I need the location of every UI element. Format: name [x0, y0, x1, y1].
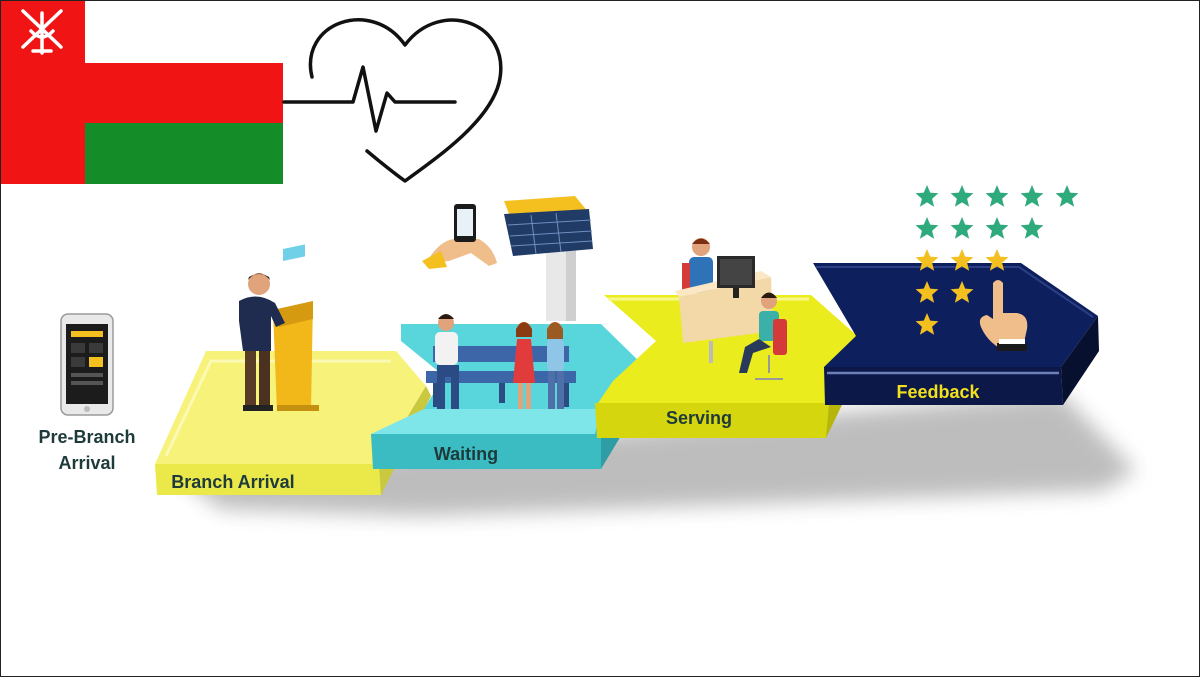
serving-label: Serving [666, 408, 732, 428]
rating-star-icon [915, 313, 939, 335]
waiting-person-woman-blue-icon [547, 322, 564, 409]
customer-at-kiosk-icon [239, 273, 285, 411]
hand-phone-icon [422, 204, 497, 269]
rating-star-icon [985, 217, 1009, 239]
pre-branch-label-line2: Arrival [58, 453, 115, 473]
branch-arrival-label: Branch Arrival [171, 472, 294, 492]
rating-star-icon [1055, 185, 1079, 207]
rating-star-icon [950, 185, 974, 207]
ticket-kiosk-icon [273, 244, 319, 411]
emblem-icon [21, 9, 63, 55]
rating-stars [915, 185, 1079, 335]
waiting-person-man-icon [435, 314, 459, 409]
rating-star-icon [950, 217, 974, 239]
pre-branch-label-line1: Pre-Branch [38, 427, 135, 447]
rating-star-icon [915, 185, 939, 207]
smartphone-icon [60, 313, 114, 416]
service-desk-icon [675, 238, 773, 363]
rating-star-icon [985, 185, 1009, 207]
rating-star-icon [915, 249, 939, 271]
rating-star-icon [950, 249, 974, 271]
heartbeat-icon [282, 18, 503, 183]
oman-flag-icon [1, 1, 283, 184]
pointing-hand-icon [979, 280, 1028, 351]
waiting-label: Waiting [434, 444, 498, 464]
waiting-person-woman-red-icon [513, 322, 535, 409]
seated-customer-icon [739, 292, 787, 380]
rating-star-icon [915, 281, 939, 303]
departure-board-icon [504, 196, 593, 321]
rating-star-icon [1020, 217, 1044, 239]
feedback-platform [813, 263, 1099, 405]
rating-star-icon [1020, 185, 1044, 207]
feedback-label: Feedback [896, 382, 980, 402]
rating-star-icon [985, 249, 1009, 271]
waiting-bench-icon [426, 346, 576, 407]
rating-star-icon [950, 281, 974, 303]
rating-star-icon [915, 217, 939, 239]
